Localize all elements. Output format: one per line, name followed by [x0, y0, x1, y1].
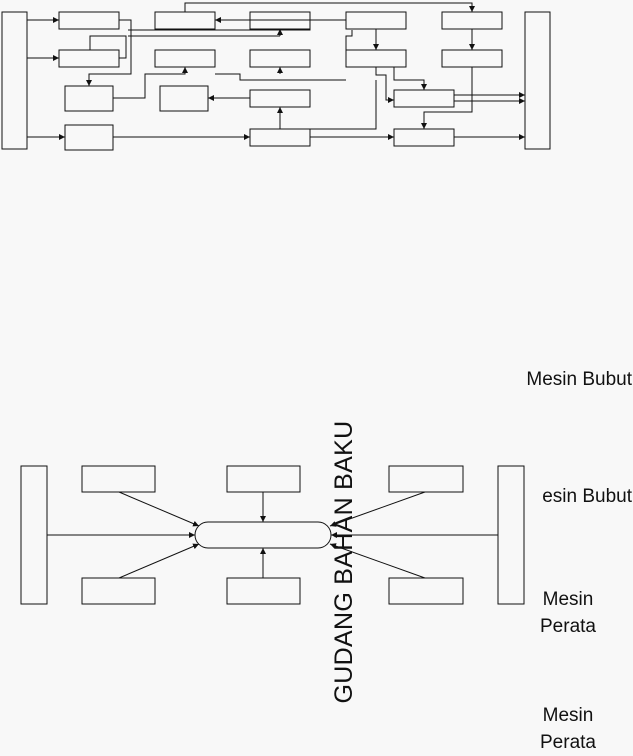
top-box-r4c3 — [249, 128, 311, 147]
bottom-box-bottom-right — [388, 577, 464, 605]
label-mesin-bubut-2: esin Bubut — [542, 486, 632, 507]
bottom-box-top-center — [226, 465, 301, 493]
label-mesin-bubut-1: Mesin Bubut — [526, 369, 632, 390]
top-box-r1c5 — [441, 11, 503, 30]
label-gudang-bahan-baku: GUDANG BAHAN BAKU — [330, 420, 358, 704]
top-box-r1c1 — [58, 11, 120, 30]
bottom-flow-diagram — [20, 465, 525, 605]
bottom-box-bottom-center — [226, 577, 301, 605]
label-mesin-perata-2-line2: Perata — [540, 732, 596, 753]
top-right-tall-box — [524, 11, 551, 150]
label-mesin-perata-2-line1: Mesin — [542, 705, 594, 726]
top-box-r3c1 — [64, 85, 114, 112]
top-box-r2c1 — [58, 49, 120, 68]
top-box-r3c4 — [393, 89, 455, 108]
top-flow-diagram — [1, 11, 551, 151]
bottom-left-tall-box — [20, 465, 48, 605]
bottom-flow-connectors — [47, 491, 498, 579]
top-box-r2c3 — [249, 49, 311, 68]
top-box-r3c2 — [159, 85, 209, 112]
top-box-r2c5 — [441, 49, 503, 68]
bottom-box-bottom-left — [81, 577, 156, 605]
label-mesin-perata-1-line2: Perata — [540, 616, 596, 637]
top-box-r4c4 — [393, 128, 455, 147]
label-mesin-perata-1-line1: Mesin — [542, 589, 594, 610]
top-box-r1c4 — [345, 11, 407, 30]
bottom-box-top-left — [81, 465, 156, 493]
top-box-r2c4 — [345, 49, 407, 68]
top-box-r3c3 — [249, 89, 311, 108]
top-box-r2c2 — [154, 49, 216, 68]
top-left-tall-box — [1, 11, 28, 150]
top-box-r4c1 — [64, 124, 114, 151]
label-mesin-perata-1: Mesin Perata — [518, 586, 618, 640]
bottom-right-tall-box — [497, 465, 525, 605]
central-hub — [194, 521, 332, 549]
top-flow-connectors — [27, 2, 525, 140]
bottom-box-top-right — [388, 465, 464, 493]
top-box-r1c2 — [154, 11, 216, 30]
label-mesin-perata-2: Mesin Perata — [518, 702, 618, 756]
